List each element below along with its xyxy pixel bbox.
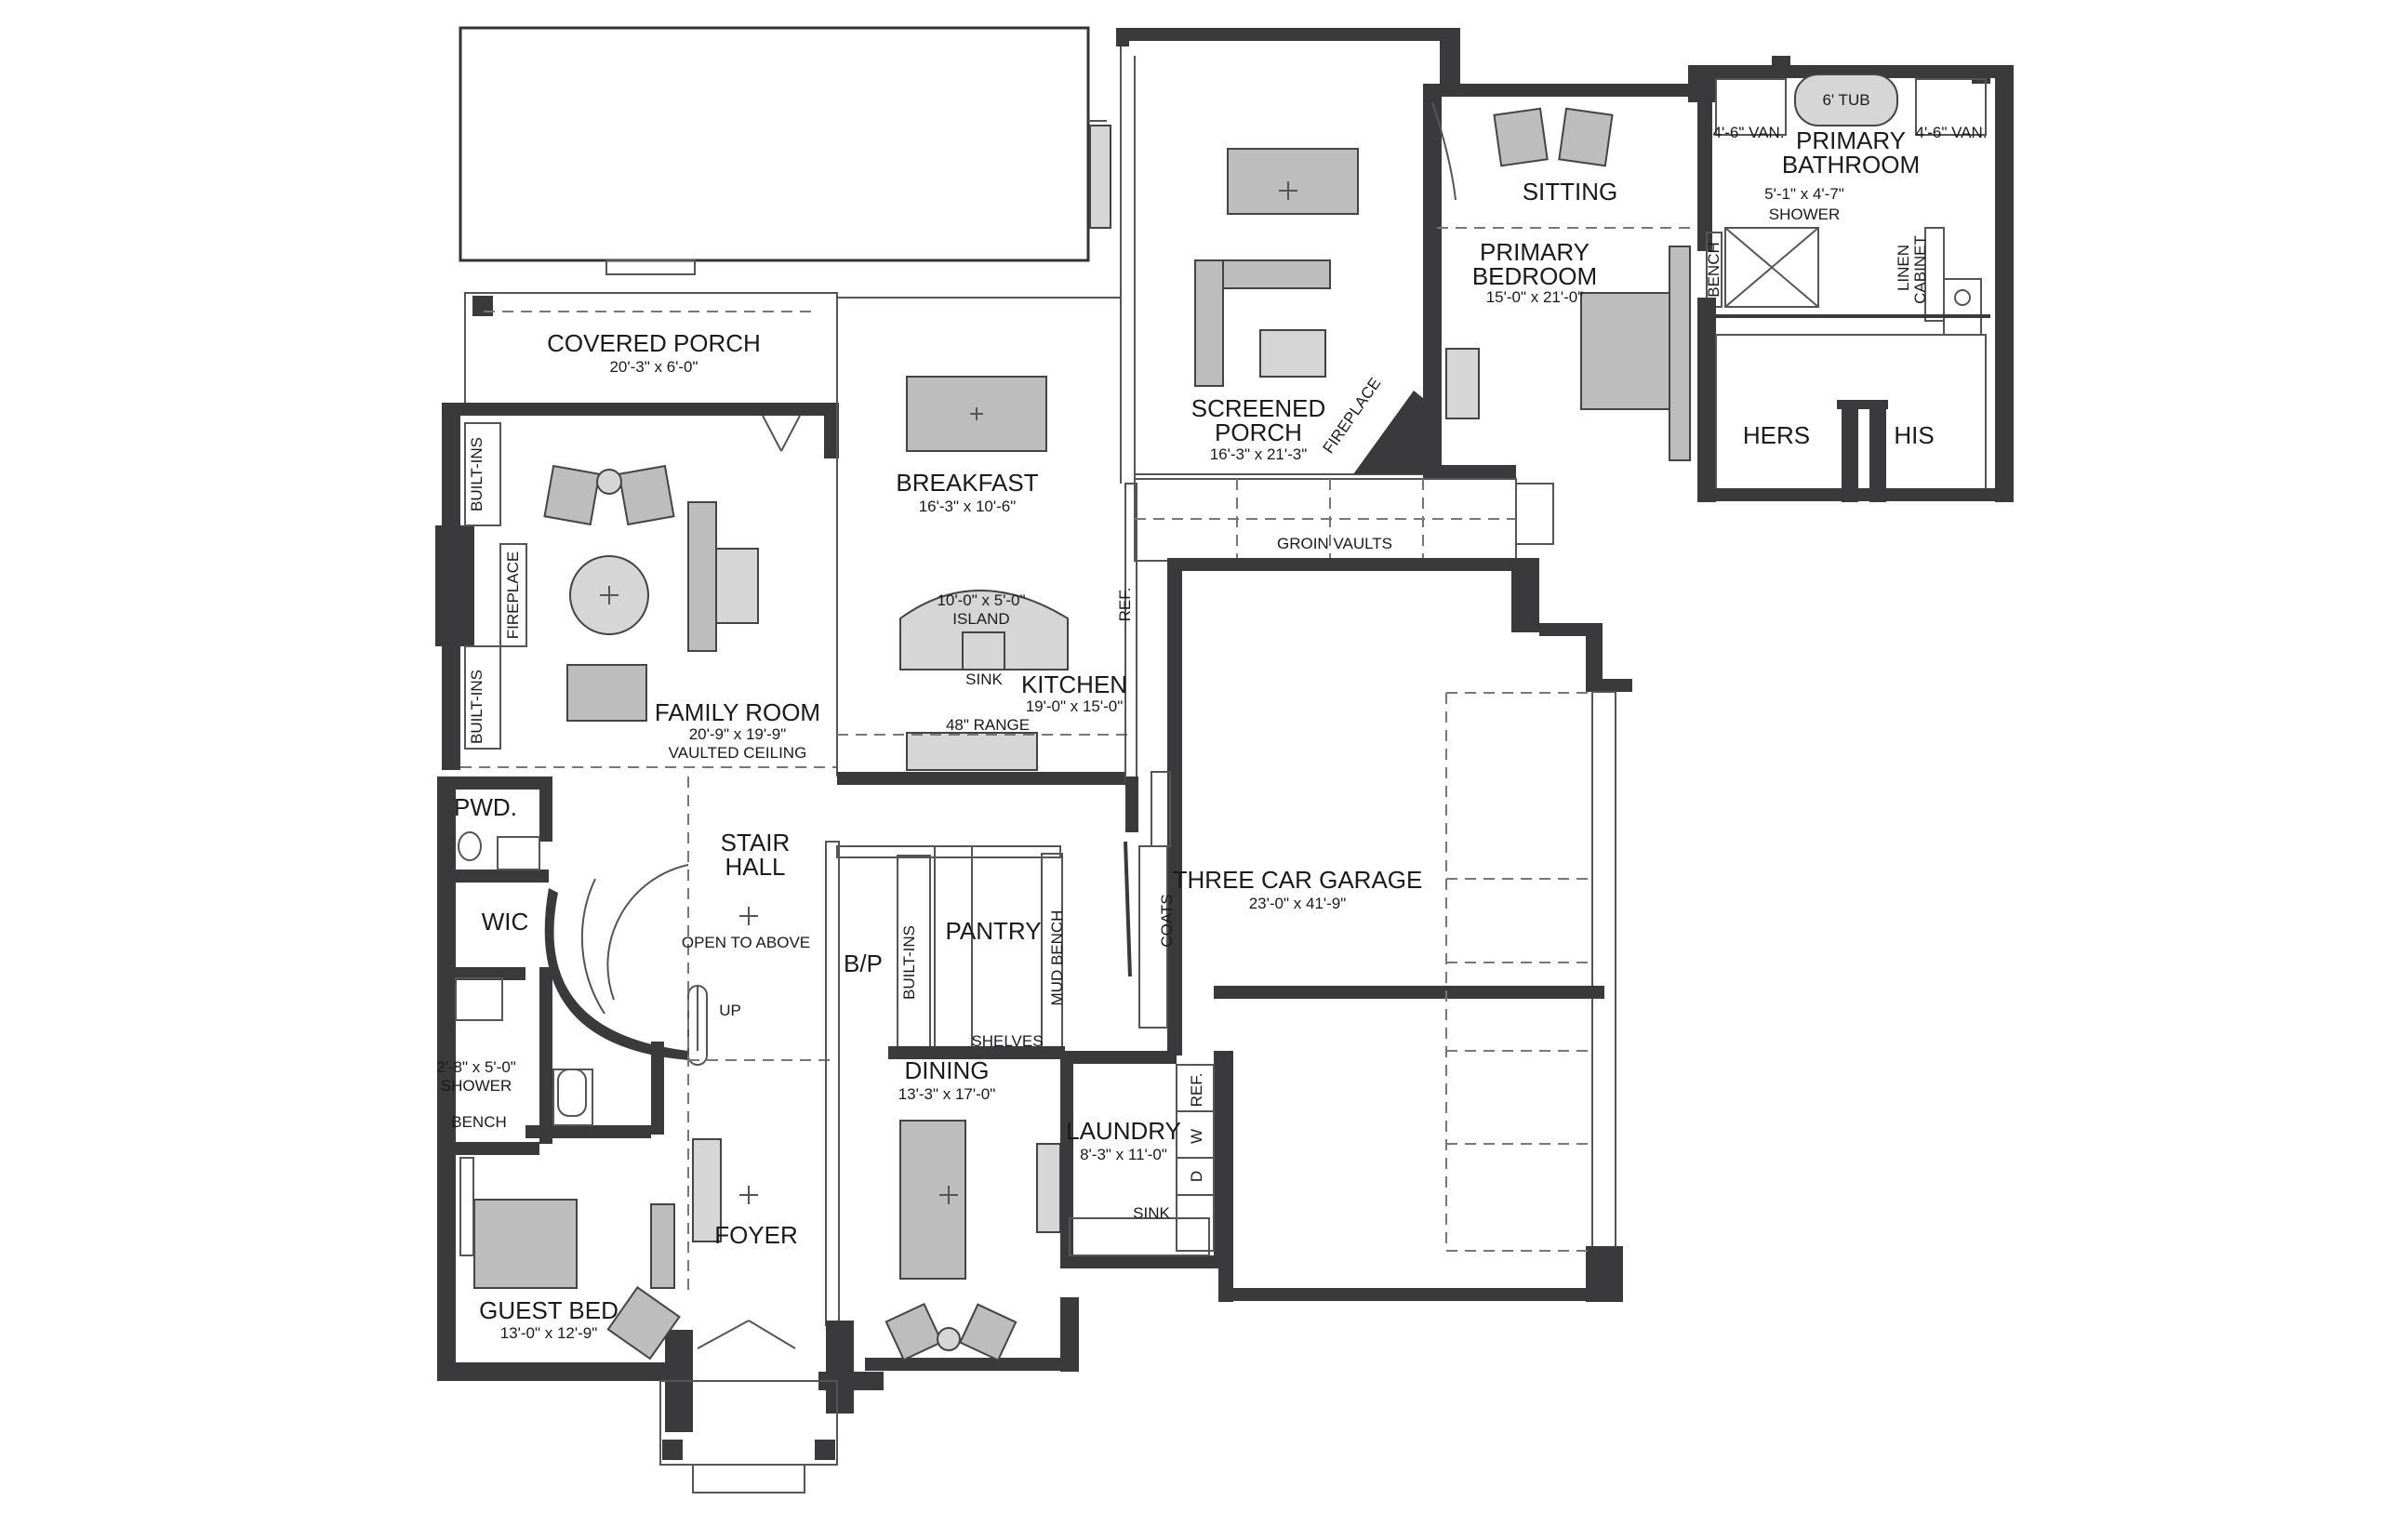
label-bath-bench: BENCH [1705,242,1723,298]
label-dining: DINING [905,1056,990,1084]
label-groin-vaults: GROIN VAULTS [1277,535,1392,552]
label-primary-bathroom-2: BATHROOM [1782,151,1920,179]
dim-covered-porch: 20'-3" x 6'-0" [609,358,698,376]
entry-stoop [659,1320,838,1494]
label-linen-1: LINEN [1895,245,1912,291]
label-pantry-builtins: BUILT-INS [900,925,918,1000]
label-island: ISLAND [952,610,1009,628]
label-shelves: SHELVES [971,1032,1043,1050]
label-primary-shower: SHOWER [1769,206,1841,223]
dim-laundry: 8'-3" x 11'-0" [1080,1146,1167,1163]
label-guest-bed: GUEST BED [479,1296,619,1324]
label-builtins-top: BUILT-INS [468,437,486,511]
screened-porch [1116,28,1460,484]
dim-dining: 13'-3" x 17'-0" [898,1085,996,1103]
label-fireplace-porch: FIREPLACE [1320,375,1385,457]
label-laundry-ref: REF. [1188,1073,1205,1108]
label-sitting: SITTING [1523,178,1618,206]
label-bp: B/P [844,949,883,977]
label-covered-porch: COVERED PORCH [547,329,761,357]
center-markers [739,181,1297,1204]
dim-screened-porch: 16'-3" x 21'-3" [1210,445,1308,463]
dim-guest-bed: 13'-0" x 12'-9" [500,1324,598,1342]
label-laundry-sink: SINK [1133,1204,1170,1222]
label-pantry: PANTRY [945,917,1041,945]
label-coats: COATS [1158,894,1176,947]
dim-primary-shower: 5'-1" x 4'-7" [1764,185,1844,203]
label-tub: 6' TUB [1822,91,1869,109]
note-stair-hall: OPEN TO ABOVE [682,934,810,951]
label-mud-bench: MUD BENCH [1048,910,1066,1006]
label-primary-bedroom-1: PRIMARY [1480,238,1590,266]
dim-primary-bedroom: 15'-0" x 21'-0" [1486,288,1584,306]
label-stair-hall-1: STAIR [721,829,791,856]
label-laundry-w: W [1188,1129,1205,1144]
label-range: 48" RANGE [946,716,1030,734]
dim-island: 10'-0" x 5'-0" [937,591,1025,609]
label-screened-porch-1: SCREENED [1191,394,1325,422]
label-kitchen: KITCHEN [1021,670,1127,698]
label-primary-bathroom-1: PRIMARY [1796,126,1906,154]
dim-breakfast: 16'-3" x 10'-6" [919,498,1017,515]
dim-guest-shower: 2'-8" x 5'-0" [436,1058,516,1076]
primary-bedroom-walls [1423,65,1716,478]
label-ref-kitchen: REF. [1116,588,1134,622]
laundry-mud [1060,771,1232,1268]
dim-family-room: 20'-9" x 19'-9" [689,725,787,743]
label-foyer: FOYER [714,1221,798,1249]
label-breakfast: BREAKFAST [896,469,1038,497]
breakfast-kitchen [836,297,1137,785]
label-stair-hall-2: HALL [725,853,785,881]
label-hers: HERS [1743,421,1810,449]
family-room-furniture [543,464,759,722]
three-car-garage [1167,558,1632,1302]
label-up: UP [719,1002,741,1019]
label-primary-bedroom-2: BEDROOM [1472,262,1597,290]
label-pwd: PWD. [454,793,517,821]
note-family-room: VAULTED CEILING [669,744,807,762]
label-guest-shower: SHOWER [441,1077,512,1095]
label-screened-porch-2: PORCH [1215,418,1302,446]
label-builtins-bottom: BUILT-INS [468,670,486,744]
dim-garage: 23'-0" x 41'-9" [1249,895,1347,912]
label-vanity-right: 4'-6" VAN. [1916,124,1988,141]
label-family-room: FAMILY ROOM [655,698,820,726]
label-laundry: LAUNDRY [1066,1117,1181,1145]
label-kitchen-sink: SINK [965,670,1003,688]
guest-bed-furniture [459,1157,681,1361]
family-room-walls [435,403,839,770]
label-his: HIS [1894,421,1934,449]
dim-kitchen: 19'-0" x 15'-0" [1026,697,1124,715]
label-wic: WIC [482,908,529,936]
label-garage: THREE CAR GARAGE [1173,866,1423,894]
central-walls [687,777,1079,1414]
label-vanity-left: 4'-6" VAN. [1713,124,1785,141]
upper-terrace [459,26,1111,275]
label-fireplace-family: FIREPLACE [504,551,522,639]
primary-bathroom [1697,56,2014,502]
label-laundry-d: D [1188,1171,1205,1182]
label-guest-bench: BENCH [451,1113,507,1131]
curved-stair [544,864,708,1066]
label-linen-2: CABINET [1911,235,1929,304]
